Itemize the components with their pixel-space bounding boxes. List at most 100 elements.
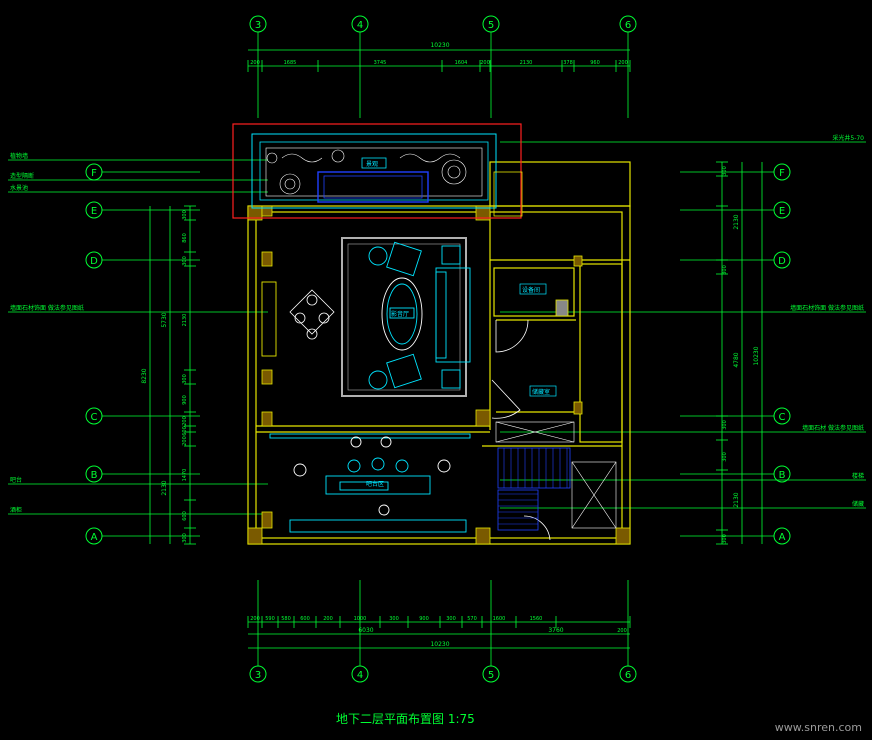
dim-text-left: 200 [182,436,188,446]
bar-counter [325,475,431,495]
dim-text-bottom-sub: 6030 [358,627,373,634]
watermark: www.snren.com [774,721,862,734]
dim-text-bottom-sub: 3760 [548,627,563,634]
column [261,369,273,385]
side-table [368,370,388,390]
bar-stool [347,459,361,473]
column [247,527,263,545]
grid-label-bottom: 5 [488,670,494,681]
lamp-table [441,245,461,265]
water-pool-inner [323,175,423,199]
leader-label-right: 墙面石材 做法参见图纸 [802,424,864,432]
dim-text-top-overall: 10230 [430,42,449,49]
grid-label-left: F [91,168,97,179]
armchair [386,241,422,277]
living-room-label: 影音厅 [391,310,409,318]
dim-text-left: 1470 [182,469,188,482]
column [475,527,491,545]
room-tag-box [519,283,547,295]
chair-icon [306,294,318,306]
leader-label-right: 楼梯 [852,472,864,480]
dim-text-bottom: 1560 [530,616,543,622]
stair-steps [498,448,568,525]
grid-label-right: A [779,532,786,543]
storage-cross [495,421,617,529]
dim-text-right: 300 [722,452,728,462]
plant-cluster [266,149,467,195]
dim-text-top: 1604 [455,60,468,66]
carpet [341,237,467,397]
grid-label-top: 6 [625,20,631,31]
dim-text-right: 300 [722,420,728,430]
dim-text-left: 900 [182,395,188,405]
leader-label-left: 酒柜 [10,506,22,514]
dim-text-top: 378 [563,60,573,66]
drawing-title: 地下二层平面布置图 1:75 [336,712,475,726]
column [555,299,569,317]
square-table [289,289,335,335]
plant-icon [331,149,345,163]
grid-label-right: C [779,412,786,423]
highlight-frame [232,123,522,219]
dim-text-bottom: 200 [323,616,333,622]
storage-shaft [571,461,617,529]
plant-icon [284,178,296,190]
leader-label-right: 储藏 [852,500,864,508]
sofa-back [435,271,447,359]
grid-label-top: 5 [488,20,494,31]
grid-label-top: 3 [255,20,261,31]
bar-area-furniture: 吧台区 [269,433,471,533]
dim-text-bottom: 200 [250,616,260,622]
grid-label-right: F [779,168,785,179]
grid-label-bottom: 4 [357,670,363,681]
stair-flight [497,447,571,489]
column [261,511,273,529]
column [573,401,583,415]
outer-wall [247,205,631,545]
leader-label-left: 吧台 [10,476,22,484]
dim-text-bottom-sub: 200 [617,628,627,634]
dim-text-right-sub: 2130 [733,492,740,507]
dim-text-bottom: 1000 [354,616,367,622]
dim-text-bottom-overall: 10230 [430,641,449,648]
dim-text-top: 1685 [284,60,297,66]
dim-text-left: 600 [182,511,188,521]
room-tag-box [529,385,557,397]
pendant-lamp [437,459,451,473]
pendant-lamp [350,436,362,448]
column [261,205,273,217]
grid-label-left: B [91,470,98,481]
dim-text-top: 960 [590,60,600,66]
cross-line [495,421,575,443]
grid-label-right: B [779,470,786,481]
dim-text-left: 300 [182,210,188,220]
coffee-table-inner [386,283,418,345]
plant-icon [447,165,461,179]
dim-text-top: 3745 [374,60,387,66]
dim-text-left: 860 [182,233,188,243]
plant-icon [279,173,301,195]
dim-text-bottom: 570 [467,616,477,622]
dim-text-bottom: 580 [281,616,291,622]
tv-cabinet [261,281,277,357]
dim-text-right-sub: 2130 [733,214,740,229]
carpet-inner [347,243,461,391]
chair-icon [294,312,306,324]
bar-counter-inner [339,481,389,491]
plant-icon [399,153,461,163]
pendant-lamp [293,463,307,477]
leader-label-right: 采光井5-70 [832,134,864,142]
dim-text-left: 300 [182,533,188,543]
living-label-box [389,307,415,319]
grid-label-left: E [91,206,97,217]
landscape-inner2 [265,147,483,197]
dim-text-bottom: 600 [300,616,310,622]
bar-label: 吧台区 [366,480,384,488]
dim-text-left: 200 [182,416,188,426]
door-swing [491,379,521,419]
water-pool [317,171,429,203]
grid-label-bottom: 6 [625,670,631,681]
dim-text-bottom: 300 [446,616,456,622]
cross-line [571,461,617,529]
